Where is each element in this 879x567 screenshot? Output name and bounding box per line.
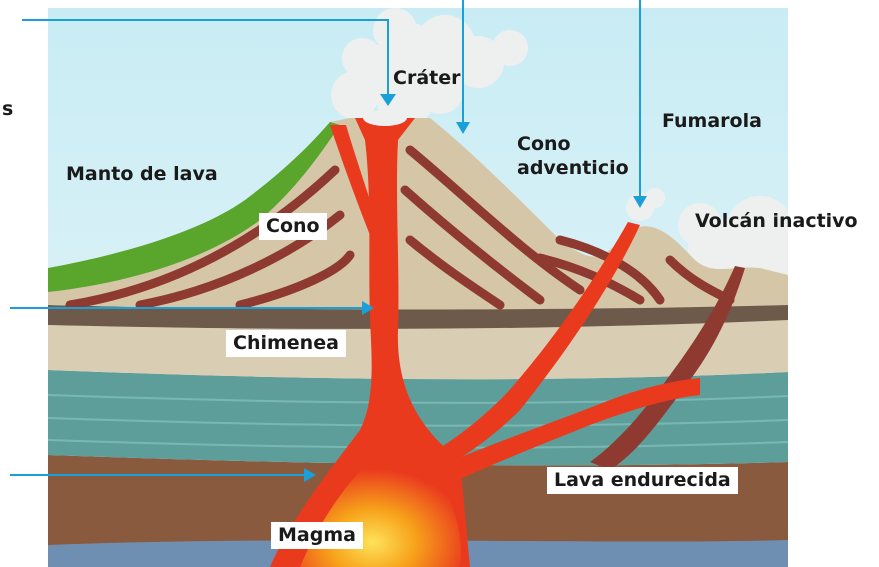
label-crater: Cráter <box>393 67 460 90</box>
crater-puff <box>363 110 407 126</box>
label-cone: Cono <box>259 213 327 240</box>
label-inactive-volcano: Volcán inactivo <box>695 210 858 233</box>
label-lava-mantle: Manto de lava <box>66 163 218 186</box>
label-magma: Magma <box>271 522 363 549</box>
label-fumarole: Fumarola <box>662 110 762 133</box>
label-adventitious-cone-line1: Cono <box>517 133 571 156</box>
label-adventitious-cone-line2: adventicio <box>517 157 629 180</box>
cropped-letter: s <box>2 98 13 120</box>
label-chimney: Chimenea <box>226 330 346 357</box>
label-hardened-lava: Lava endurecida <box>547 467 738 494</box>
